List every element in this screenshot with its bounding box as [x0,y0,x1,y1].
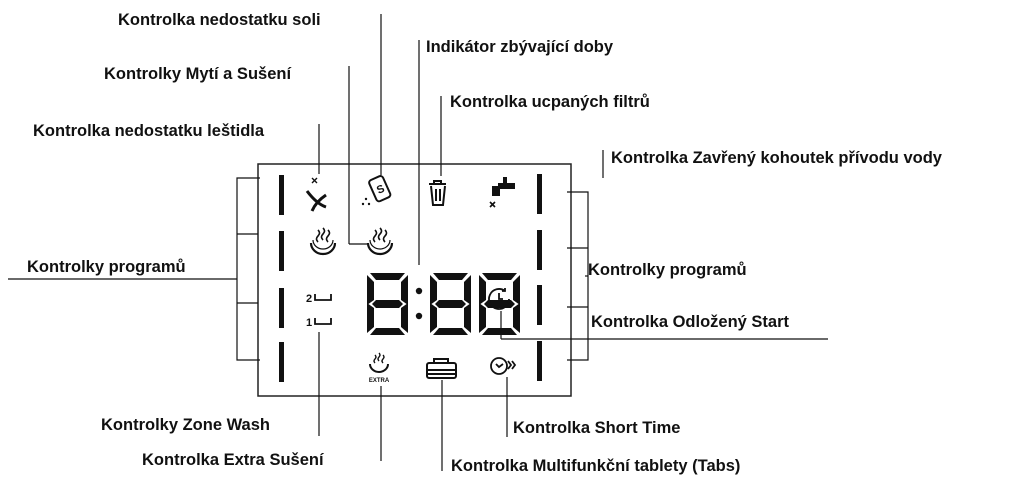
remaining-time-digits [367,273,520,335]
program-bar-right-2 [537,230,542,270]
bin-filter-icon [429,180,446,206]
program-indicators-left [279,175,284,382]
program-bar-right-4 [537,341,542,381]
dry-steam-icon [366,227,394,256]
label-short-time: Kontrolka Short Time [513,419,680,437]
salt-pack-icon: S [361,175,392,206]
program-bar-right-1 [537,174,542,214]
label-programs-right: Kontrolky programů [588,261,747,279]
label-wash-dry: Kontrolky Mytí a Sušení [104,65,292,83]
program-bar-left-3 [279,288,284,328]
display-panel [257,163,572,397]
wash-steam-icon [309,227,337,256]
leader-lines [8,14,828,471]
label-programs-left: Kontrolky programů [27,258,186,276]
clock-delay-icon [488,288,510,310]
program-bar-left-1 [279,175,284,215]
program-indicators-right [537,174,542,381]
program-bar-left-4 [279,342,284,382]
label-water-tap: Kontrolka Zavřený kohoutek přívodu vody [611,149,943,167]
rinse-aid-sparkle-icon [305,177,327,212]
label-filters: Kontrolka ucpaných filtrů [450,93,650,111]
label-delay-start: Kontrolka Odložený Start [591,313,790,331]
zone-wash-indicators: 2 1 [306,293,332,329]
colon-dot-top [415,287,423,295]
program-bar-left-2 [279,231,284,271]
multi-tablet-icon [426,358,457,379]
extra-dry-steam-icon [369,352,389,373]
extra-label: EXTRA [369,378,390,384]
salt-icon-letter: S [375,183,387,197]
clock-fast-icon [490,357,517,375]
zone-lower-number: 1 [306,317,312,329]
label-salt: Kontrolka nedostatku soli [118,11,321,29]
label-remaining-time: Indikátor zbývající doby [426,38,614,56]
label-tabs: Kontrolka Multifunkční tablety (Tabs) [451,457,740,475]
digit-1 [367,273,408,335]
program-bar-right-3 [537,285,542,325]
digit-2 [430,273,471,335]
label-zone-wash: Kontrolky Zone Wash [101,416,270,434]
zone-upper-number: 2 [306,293,312,305]
colon-dot-bottom [415,312,423,320]
digit-3 [479,273,520,335]
label-extra-dry: Kontrolka Extra Sušení [142,451,325,469]
label-rinse-aid: Kontrolka nedostatku leštidla [33,122,265,140]
closed-tap-icon [489,177,515,208]
